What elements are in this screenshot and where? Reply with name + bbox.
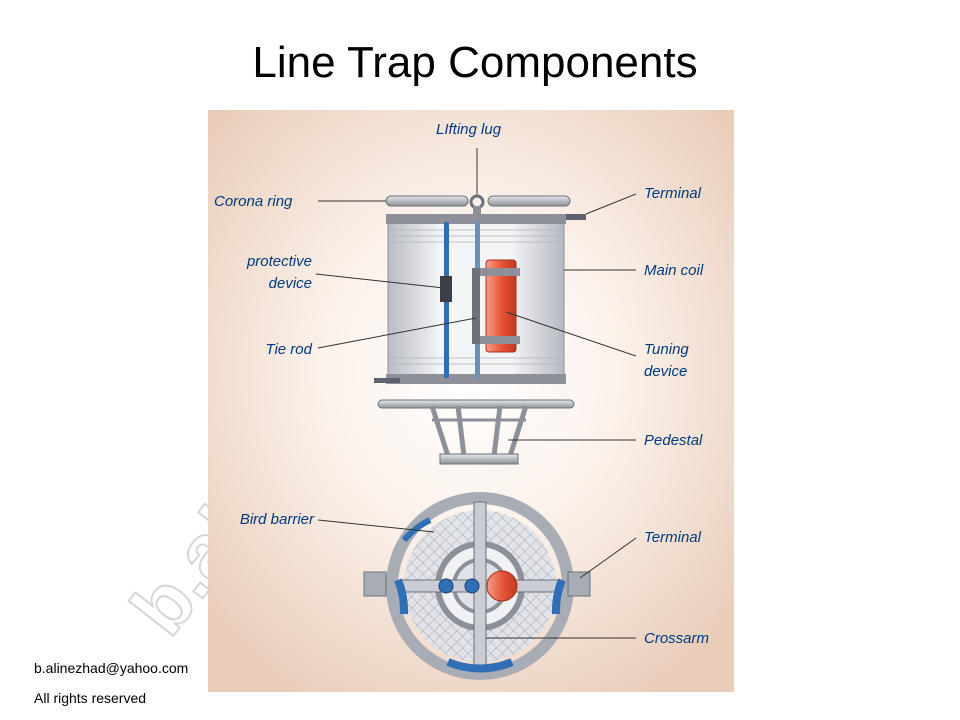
plan-tuning-device (486, 570, 518, 602)
plan-terminal-right (567, 571, 591, 597)
tuning-device (472, 259, 520, 353)
plan-view (363, 492, 591, 680)
protective-device (440, 276, 452, 302)
label-terminal-bottom: Terminal (644, 529, 702, 546)
label-protective-device-2: device (269, 275, 312, 292)
line-trap-diagram: LIfting lug Corona ring Terminal protect… (208, 110, 734, 692)
label-tuning-device-2: device (644, 363, 687, 380)
label-lifting-lug: LIfting lug (436, 121, 502, 138)
lifting-lug (469, 148, 485, 216)
slide-title: Line Trap Components (252, 38, 698, 87)
terminal-top-plate (548, 214, 586, 220)
label-main-coil: Main coil (644, 262, 704, 279)
label-tie-rod: Tie rod (265, 341, 312, 358)
pedestal-base (439, 453, 519, 465)
plan-terminal-left (363, 571, 387, 597)
corona-ring-top (385, 195, 571, 207)
label-tuning-device-1: Tuning (644, 341, 689, 358)
label-crossarm: Crossarm (644, 630, 709, 647)
pedestal (429, 405, 529, 457)
label-terminal-top: Terminal (644, 185, 702, 202)
label-corona-ring: Corona ring (214, 193, 293, 210)
label-pedestal: Pedestal (644, 432, 703, 449)
footer-rights: All rights reserved (34, 690, 147, 706)
label-protective-device-1: protective (246, 253, 312, 270)
footer-email: b.alinezhad@yahoo.com (34, 660, 189, 676)
label-bird-barrier: Bird barrier (240, 511, 315, 528)
